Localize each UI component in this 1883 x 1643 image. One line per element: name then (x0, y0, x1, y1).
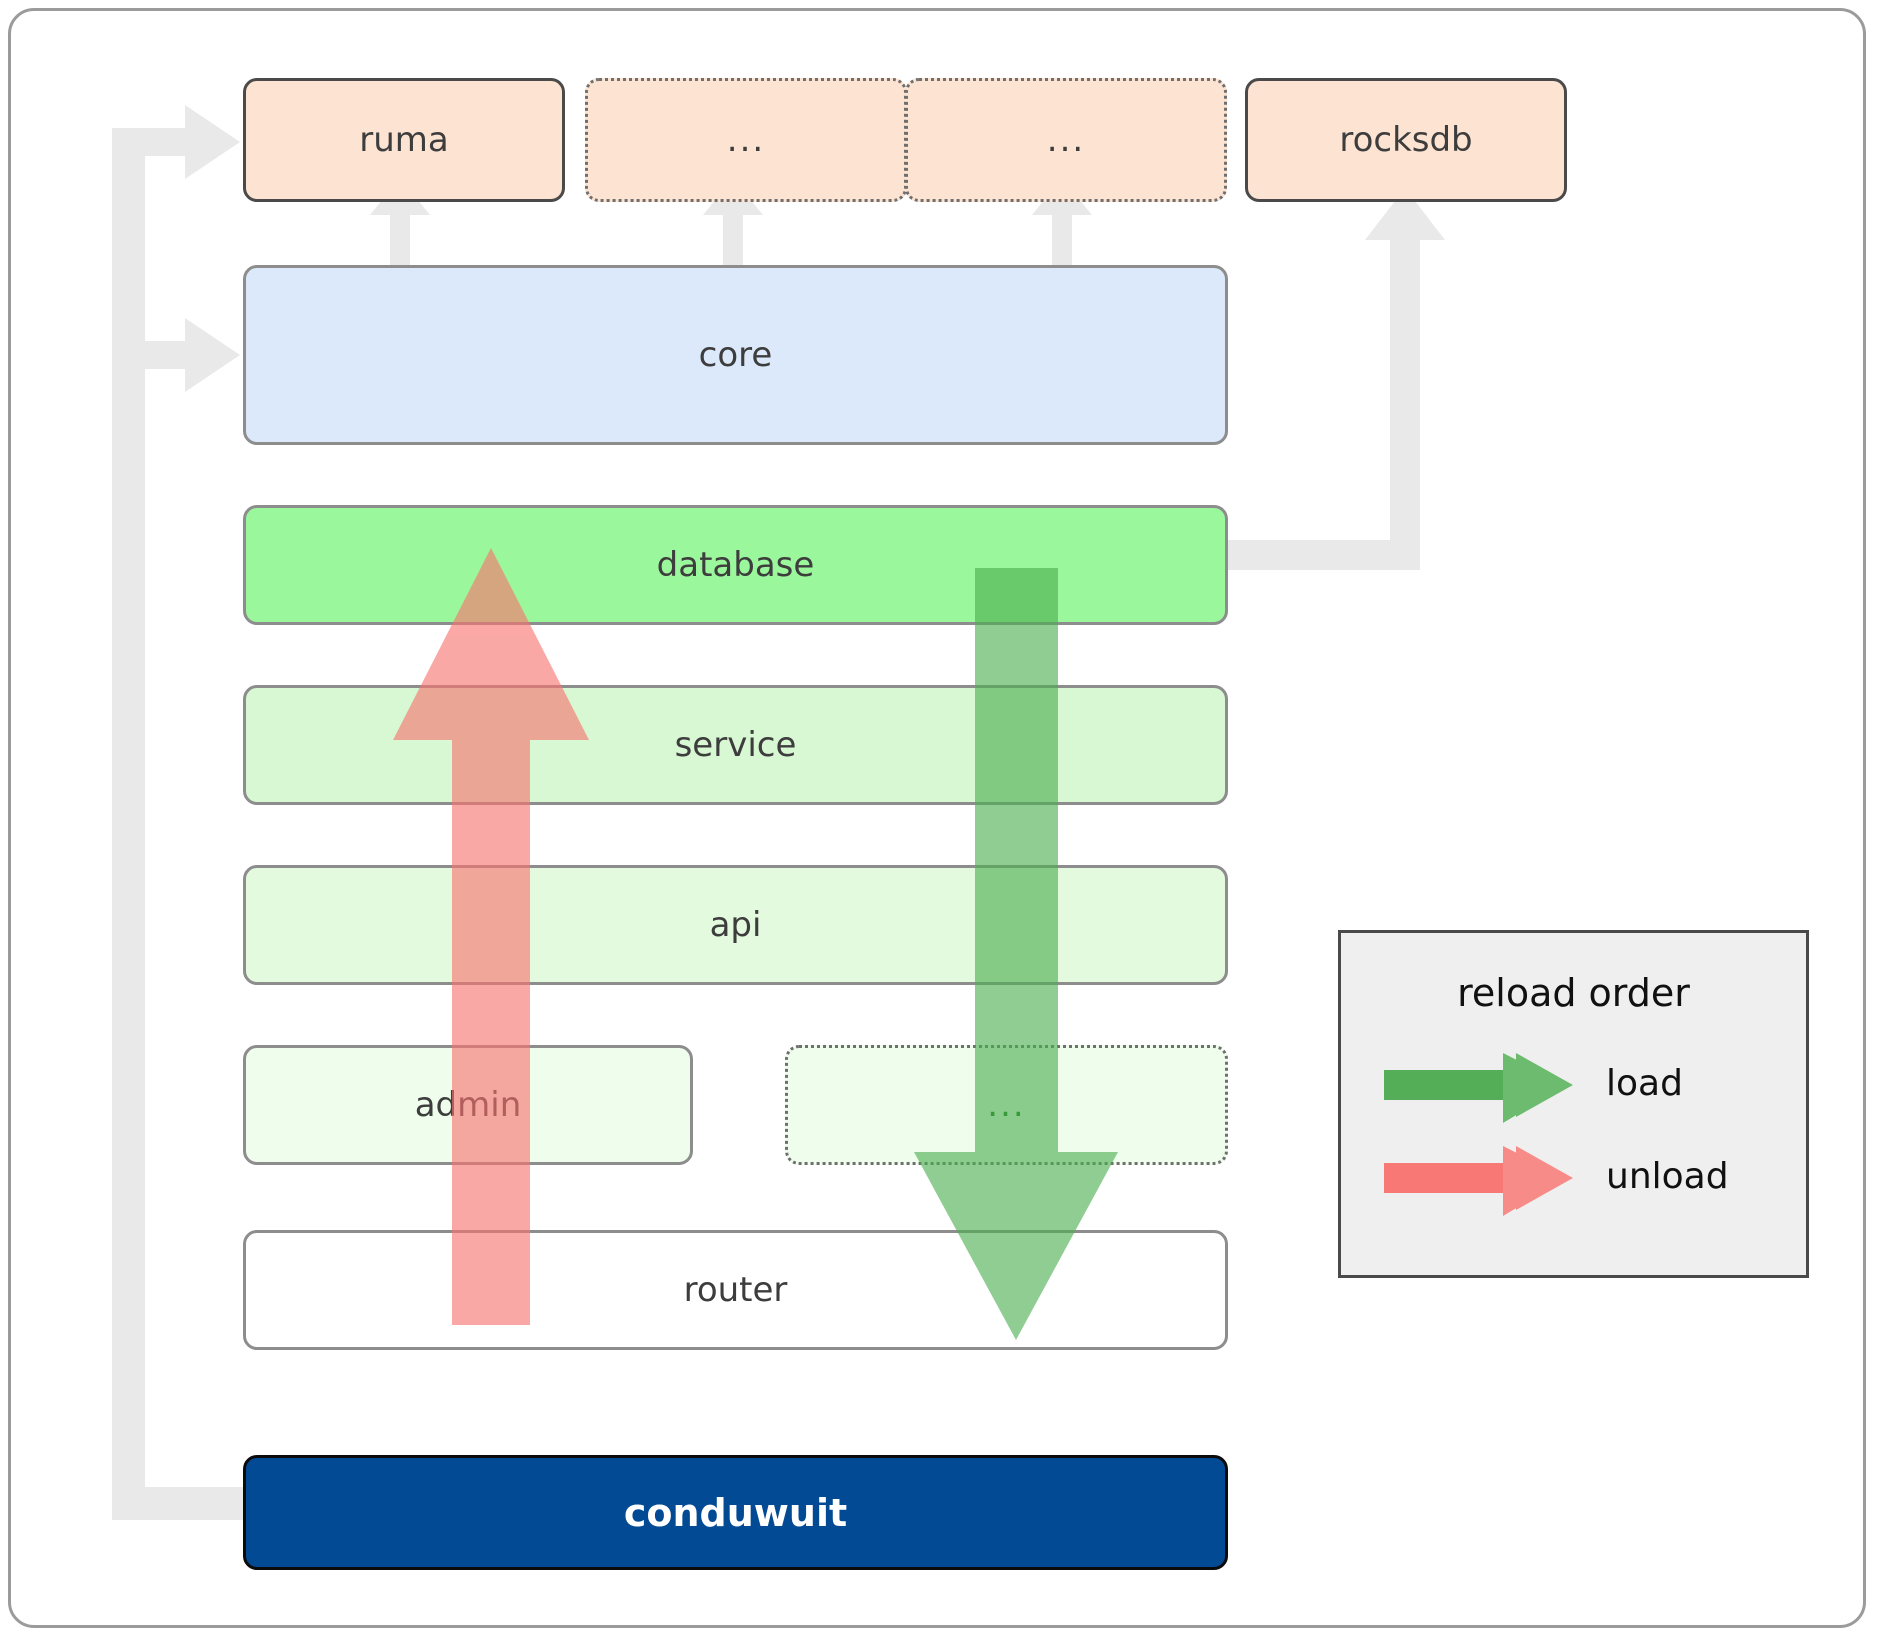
layer-box-router-label: router (683, 1270, 788, 1310)
layer-box-admin[interactable]: admin (243, 1045, 693, 1165)
external-box-ruma-label: ruma (359, 120, 449, 160)
external-box-more-1-label: ... (726, 120, 766, 160)
layer-box-api-label: api (709, 905, 762, 945)
layer-box-database-label: database (656, 545, 815, 585)
layer-box-api[interactable]: api (243, 865, 1228, 985)
external-box-more-2[interactable]: ... (905, 78, 1227, 202)
external-box-rocksdb[interactable]: rocksdb (1245, 78, 1567, 202)
legend-unload-arrow-shaft (1384, 1163, 1536, 1193)
layer-box-core[interactable]: core (243, 265, 1228, 445)
layer-box-core-label: core (698, 335, 773, 375)
layer-box-service-label: service (674, 725, 797, 765)
layer-box-admin-label: admin (414, 1085, 522, 1125)
layer-box-database[interactable]: database (243, 505, 1228, 625)
legend-arrows (1384, 1053, 1573, 1216)
layer-box-router[interactable]: router (243, 1230, 1228, 1350)
binary-box-conduwuit-label: conduwuit (623, 1490, 848, 1535)
layer-box-more[interactable]: ... (785, 1045, 1228, 1165)
legend-unload-arrow (1384, 1146, 1573, 1216)
legend-load-arrow-head (1503, 1053, 1566, 1123)
external-box-more-2-label: ... (1046, 120, 1086, 160)
layer-box-more-label: ... (987, 1085, 1026, 1125)
diagram-frame (8, 8, 1866, 1628)
legend-unload-arrow-head (1503, 1146, 1566, 1216)
legend-title: reload order (1457, 971, 1690, 1015)
legend-label-unload: unload (1606, 1156, 1729, 1197)
external-box-ruma[interactable]: ruma (243, 78, 565, 202)
legend-panel: reload order load unload (1338, 930, 1809, 1278)
legend-label-load: load (1606, 1063, 1683, 1104)
external-box-rocksdb-label: rocksdb (1339, 120, 1473, 160)
legend-load-arrow (1384, 1053, 1573, 1123)
layer-box-service[interactable]: service (243, 685, 1228, 805)
binary-box-conduwuit[interactable]: conduwuit (243, 1455, 1228, 1570)
legend-load-arrow-shaft (1384, 1070, 1536, 1100)
external-box-more-1[interactable]: ... (585, 78, 907, 202)
